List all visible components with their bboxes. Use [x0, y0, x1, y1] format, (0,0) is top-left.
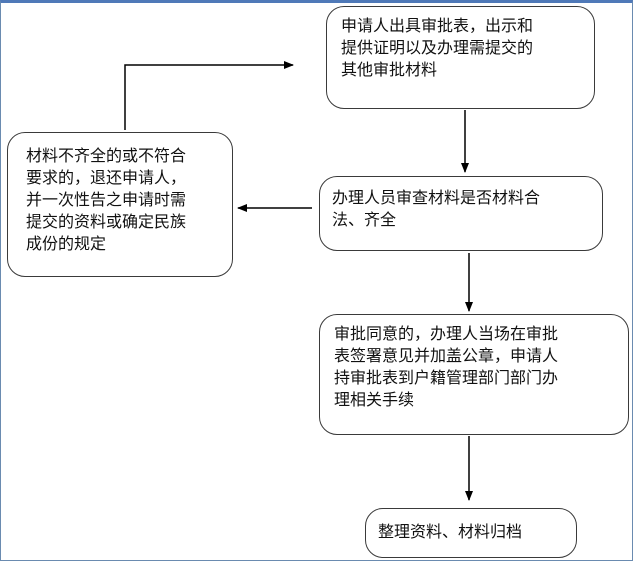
step-archive: 整理资料、材料归档 [365, 508, 577, 558]
step-submit-text: 申请人出具审批表，出示和 提供证明以及办理需提交的 其他审批材料 [341, 16, 534, 79]
step-reject-text: 材料不齐全的或不符合 要求的，退还申请人， 并一次性告之申请时需 提交的资料或确… [26, 146, 187, 253]
step-approve-text: 审批同意的，办理人当场在审批 表签署意见并加盖公章，申请人 持审批表到户籍管理部… [334, 324, 559, 409]
step-approve: 审批同意的，办理人当场在审批 表签署意见并加盖公章，申请人 持审批表到户籍管理部… [319, 314, 629, 435]
step-review-text: 办理人员审查材料是否材料合 法、齐全 [332, 188, 541, 229]
step-review-materials: 办理人员审查材料是否材料合 法、齐全 [319, 176, 603, 251]
arrow-reject-to-submit [124, 61, 294, 130]
step-submit-materials: 申请人出具审批表，出示和 提供证明以及办理需提交的 其他审批材料 [326, 6, 595, 109]
step-archive-text: 整理资料、材料归档 [378, 522, 523, 541]
step-reject-return: 材料不齐全的或不符合 要求的，退还申请人， 并一次性告之申请时需 提交的资料或确… [7, 132, 233, 277]
